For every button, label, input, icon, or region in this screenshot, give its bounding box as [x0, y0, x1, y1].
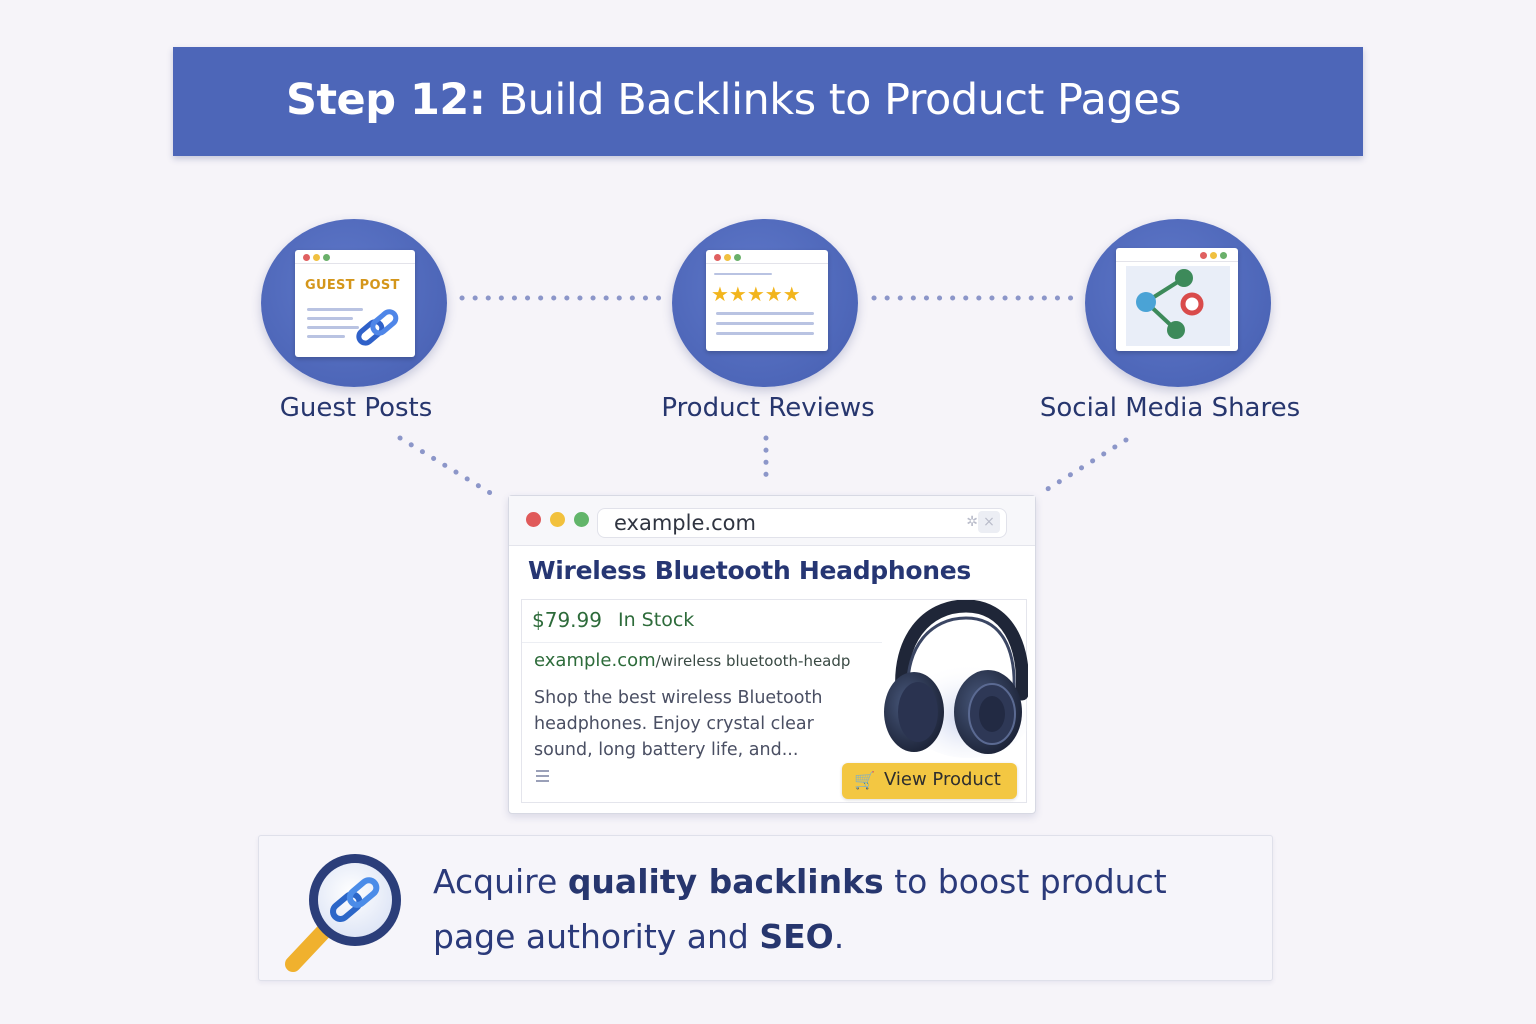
summary-callout: Acquire quality backlinks to boost produ…	[258, 835, 1273, 981]
search-result-card: $79.99 In Stock example.com/wireless blu…	[521, 599, 1028, 803]
social-shares-label: Social Media Shares	[1039, 393, 1301, 423]
cart-icon: 🛒	[854, 771, 876, 791]
result-description: Shop the best wireless Bluetooth headpho…	[534, 688, 823, 760]
bookmark-icon[interactable]: ✲	[966, 514, 978, 530]
product-reviews-label: Product Reviews	[661, 393, 875, 423]
menu-icon[interactable]	[536, 770, 549, 785]
guest-posts-label: Guest Posts	[279, 393, 433, 423]
close-window-dot[interactable]	[526, 512, 541, 527]
title-banner: Step 12: Build Backlinks to Product Page…	[173, 47, 1363, 156]
browser-toolbar: example.com ✲ ×	[509, 496, 1035, 546]
close-icon[interactable]: ×	[978, 511, 1000, 533]
result-url[interactable]: example.com/wireless bluetooth-headp	[534, 650, 850, 671]
stock-status: In Stock	[618, 609, 695, 631]
address-text: example.com	[614, 511, 756, 535]
step-title: Build Backlinks to Product Pages	[498, 75, 1182, 125]
share-network-icon	[1126, 266, 1230, 346]
connector-social-browser	[1043, 437, 1129, 493]
product-reviews-circle: ★★★★★	[672, 219, 858, 387]
link-icon	[356, 309, 399, 346]
guest-posts-circle: GUEST POST	[261, 219, 447, 387]
result-url-path: /wireless bluetooth-headp	[655, 652, 851, 670]
product-browser-window: example.com ✲ × Wireless Bluetooth Headp…	[508, 495, 1036, 814]
emphasis-quality-backlinks: quality backlinks	[567, 862, 884, 901]
maximize-window-dot[interactable]	[574, 512, 589, 527]
page-title: Step 12: Build Backlinks to Product Page…	[286, 75, 1182, 125]
emphasis-seo: SEO	[759, 917, 834, 956]
step-number: Step 12:	[286, 75, 486, 125]
guest-post-icon: GUEST POST	[295, 250, 415, 357]
share-icon	[1116, 248, 1238, 351]
review-stars-icon: ★★★★★	[706, 250, 828, 351]
minimize-window-dot[interactable]	[550, 512, 565, 527]
product-price: $79.99	[532, 608, 602, 632]
headphones-image	[884, 600, 1028, 758]
summary-text: Acquire quality backlinks to boost produ…	[433, 862, 1167, 956]
social-shares-circle	[1085, 219, 1271, 387]
product-title[interactable]: Wireless Bluetooth Headphones	[528, 556, 971, 585]
view-product-button[interactable]: 🛒 View Product	[842, 763, 1017, 799]
magnifier-link-icon	[285, 854, 401, 972]
guest-post-card-text: GUEST POST	[305, 278, 400, 293]
view-product-label: View Product	[884, 769, 1001, 790]
rating-stars: ★★★★★	[711, 282, 801, 306]
result-url-host: example.com	[534, 650, 656, 671]
connector-guest-browser	[397, 435, 495, 497]
address-bar[interactable]: example.com ✲ ×	[597, 508, 1007, 538]
